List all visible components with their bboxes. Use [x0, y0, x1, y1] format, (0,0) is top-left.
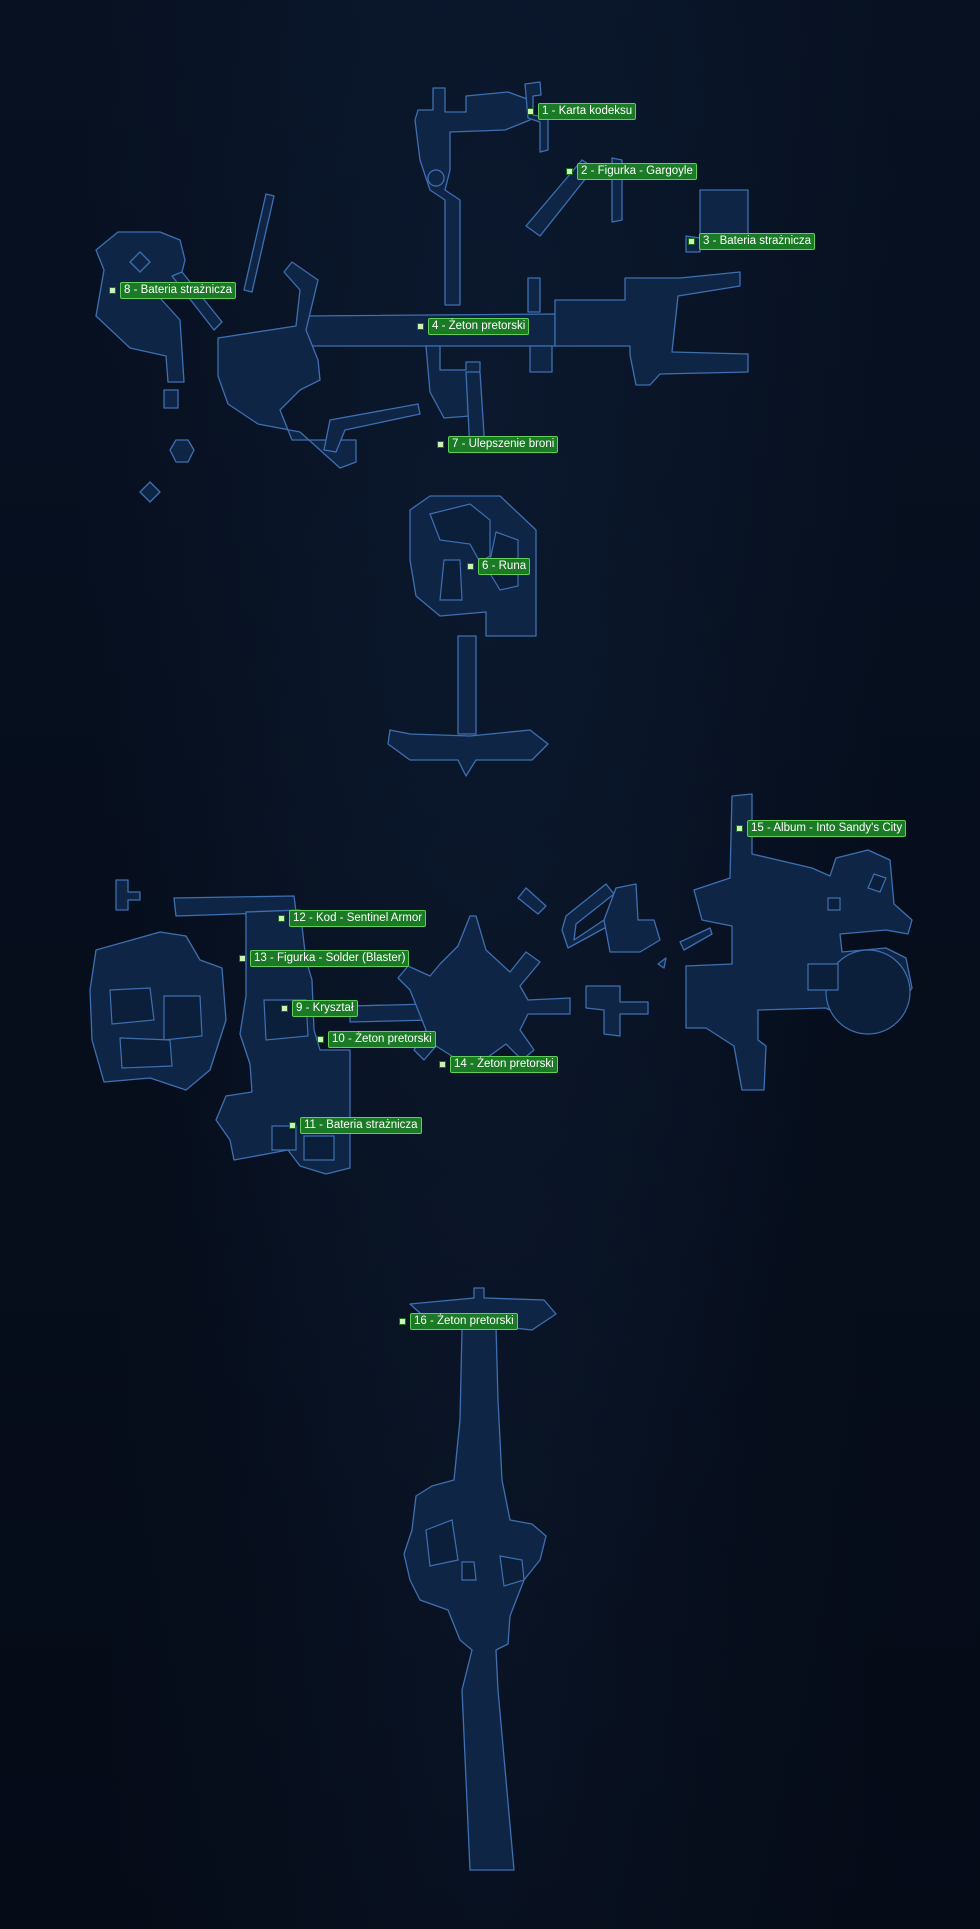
map-marker-4[interactable]: 4 - Żeton pretorski — [417, 318, 530, 335]
map-marker-3[interactable]: 3 - Bateria strażnicza — [688, 233, 816, 250]
marker-label: 15 - Album - Into Sandy's City — [747, 820, 907, 837]
room-south-west-passage — [323, 403, 421, 453]
room-south-gate — [387, 729, 549, 777]
marker-label: 7 - Ulepszenie broni — [448, 436, 559, 453]
room-west-tab — [115, 879, 141, 911]
room-hub-diamond — [517, 887, 547, 915]
map-marker-7[interactable]: 7 - Ulepszenie broni — [437, 436, 559, 453]
room-south-cell-1 — [425, 1519, 459, 1567]
marker-square-icon — [688, 238, 695, 245]
room-west-diamond — [129, 251, 151, 273]
marker-square-icon — [736, 825, 743, 832]
marker-label: 14 - Żeton pretorski — [450, 1056, 558, 1073]
room-round-chamber — [427, 169, 445, 187]
room-north-spine — [414, 87, 531, 306]
marker-square-icon — [399, 1318, 406, 1325]
room-east-cell-1 — [807, 963, 839, 991]
marker-square-icon — [239, 955, 246, 962]
map-marker-11[interactable]: 11 - Bateria strażnicza — [289, 1117, 422, 1134]
room-tower-cell-2 — [271, 1125, 297, 1151]
map-marker-10[interactable]: 10 - Żeton pretorski — [317, 1031, 436, 1048]
map-marker-6[interactable]: 6 - Runa — [467, 558, 531, 575]
marker-square-icon — [439, 1061, 446, 1068]
marker-label: 2 - Figurka - Gargoyle — [577, 163, 697, 180]
marker-label: 3 - Bateria strażnicza — [699, 233, 816, 250]
room-south-cell-2 — [499, 1555, 525, 1587]
room-west-chamber — [95, 231, 186, 383]
map-marker-15[interactable]: 15 - Album - Into Sandy's City — [736, 820, 907, 837]
map-marker-8[interactable]: 8 - Bateria strażnicza — [109, 282, 237, 299]
marker-square-icon — [281, 1005, 288, 1012]
room-east-complex — [685, 793, 913, 1091]
room-south-corridor — [457, 635, 477, 735]
marker-label: 4 - Żeton pretorski — [428, 318, 530, 335]
room-mid-stem — [425, 345, 481, 419]
room-rune-inner-3 — [439, 559, 463, 601]
marker-label: 8 - Bateria strażnicza — [120, 282, 237, 299]
marker-square-icon — [566, 168, 573, 175]
map-marker-12[interactable]: 12 - Kod - Sentinel Armor — [278, 910, 427, 927]
marker-label: 13 - Figurka - Solder (Blaster) — [250, 950, 410, 967]
room-warren-cell-3 — [119, 1037, 173, 1069]
room-warren-cell-1 — [109, 987, 155, 1025]
marker-label: 10 - Żeton pretorski — [328, 1031, 436, 1048]
room-south-entrance — [403, 1287, 557, 1871]
room-octagon — [169, 439, 195, 463]
middle-complex — [89, 793, 913, 1175]
marker-square-icon — [467, 563, 474, 570]
room-west-strut — [243, 193, 275, 293]
room-tiny-1 — [163, 389, 179, 409]
marker-label: 9 - Kryształ — [292, 1000, 358, 1017]
room-west-tower — [215, 909, 351, 1175]
room-south-cell-3 — [461, 1561, 477, 1581]
marker-label: 16 - Żeton pretorski — [410, 1313, 518, 1330]
room-east-wing — [554, 271, 749, 386]
room-hub — [397, 915, 571, 1073]
map-marker-1[interactable]: 1 - Karta kodeksu — [527, 103, 637, 120]
room-cross-corridor — [585, 985, 649, 1037]
room-east-stairs — [529, 345, 553, 373]
marker-square-icon — [437, 441, 444, 448]
marker-square-icon — [417, 323, 424, 330]
marker-square-icon — [109, 287, 116, 294]
map-marker-16[interactable]: 16 - Żeton pretorski — [399, 1313, 518, 1330]
room-tower-cell-3 — [303, 1135, 335, 1161]
map-marker-9[interactable]: 9 - Kryształ — [281, 1000, 358, 1017]
room-warren-cell-2 — [163, 995, 203, 1041]
map-marker-13[interactable]: 13 - Figurka - Solder (Blaster) — [239, 950, 410, 967]
room-east-notch — [527, 277, 541, 313]
marker-square-icon — [317, 1036, 324, 1043]
marker-square-icon — [527, 108, 534, 115]
map-marker-2[interactable]: 2 - Figurka - Gargoyle — [566, 163, 697, 180]
marker-square-icon — [289, 1122, 296, 1129]
room-east-corner — [603, 883, 661, 953]
room-slanted-block — [561, 883, 615, 949]
marker-square-icon — [278, 915, 285, 922]
room-east-rotunda — [825, 949, 911, 1035]
upper-complex — [95, 81, 749, 777]
room-small-tick — [657, 957, 667, 969]
room-east-cell-2 — [827, 897, 841, 911]
room-west-hall — [217, 261, 357, 469]
marker-label: 12 - Kod - Sentinel Armor — [289, 910, 427, 927]
room-small-diamond — [139, 481, 161, 503]
marker-label: 1 - Karta kodeksu — [538, 103, 637, 120]
marker-label: 11 - Bateria strażnicza — [300, 1117, 422, 1134]
map-marker-14[interactable]: 14 - Żeton pretorski — [439, 1056, 558, 1073]
room-east-cell-3 — [867, 873, 887, 893]
room-small-dash — [679, 927, 713, 951]
lower-complex — [403, 1287, 557, 1871]
marker-label: 6 - Runa — [478, 558, 531, 575]
